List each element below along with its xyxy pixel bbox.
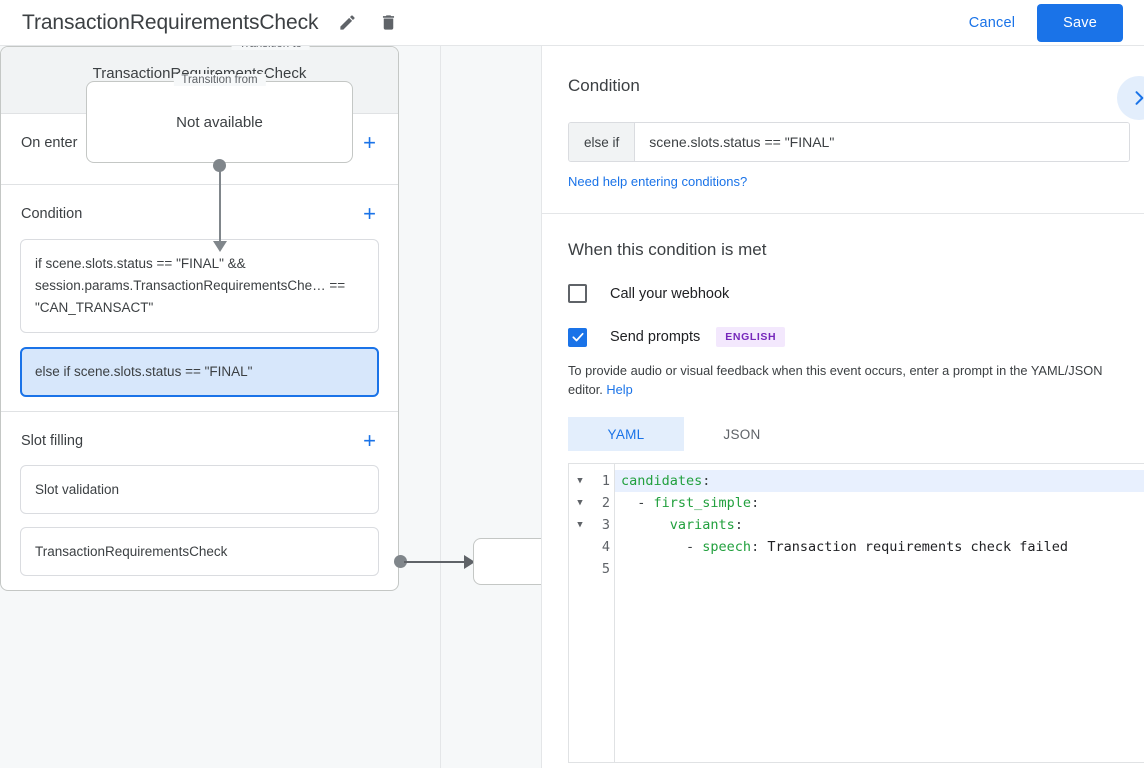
section-on-enter: On enter + (1, 114, 398, 185)
code-line[interactable]: - speech: Transaction requirements check… (621, 539, 1069, 555)
trash-icon[interactable] (375, 10, 401, 36)
cancel-button[interactable]: Cancel (959, 7, 1025, 39)
section-title-slot-filling: Slot filling (21, 433, 84, 449)
code-editor[interactable]: ▼ ▼ ▼ 1 2 3 4 5 candidates: - first_simple: va… (568, 463, 1144, 763)
transition-to-node: Transition to TransactionRequirementsChe… (0, 46, 399, 591)
next-node-card[interactable] (473, 538, 541, 585)
code-line[interactable] (615, 558, 1144, 580)
send-prompts-checkbox[interactable] (568, 327, 587, 347)
code-line[interactable]: - first_simple: (621, 495, 760, 511)
line-number-gutter: 1 2 3 4 5 (591, 464, 615, 762)
code-line[interactable]: variants: (669, 517, 743, 533)
code-content[interactable]: candidates: - first_simple: variants: - … (615, 464, 1144, 762)
condition-operator-label: else if (569, 123, 636, 161)
slot-filling-item[interactable]: TransactionRequirementsCheck (20, 527, 379, 576)
detail-panel: Condition else if Need help entering con… (541, 46, 1144, 768)
line-number: 1 (601, 473, 610, 489)
page-title: TransactionRequirementsCheck (22, 10, 319, 34)
section-header-condition: Condition + (1, 185, 398, 225)
section-header-slot-filling: Slot filling + (1, 412, 398, 452)
line-number: 5 (601, 561, 610, 577)
line-number: 3 (601, 517, 610, 533)
section-condition: Condition + if scene.slots.status == "FI… (1, 185, 398, 412)
fold-toggle-icon[interactable]: ▼ (577, 476, 583, 486)
canvas-column-divider (440, 46, 441, 768)
transition-from-legend: Transition from (173, 74, 266, 86)
transition-from-value: Not available (176, 113, 263, 131)
condition-help-link[interactable]: Need help entering conditions? (568, 174, 748, 189)
condition-section: Condition else if Need help entering con… (542, 46, 1144, 214)
tab-json[interactable]: JSON (723, 426, 761, 442)
pencil-icon[interactable] (334, 10, 360, 36)
edge-horizontal-line (404, 561, 466, 563)
fold-spacer (569, 536, 591, 558)
language-badge: ENGLISH (716, 327, 786, 347)
graph-canvas[interactable]: Transition from Not available Transition… (0, 46, 541, 768)
fold-gutter: ▼ ▼ ▼ (569, 464, 591, 762)
app-header: TransactionRequirementsCheck Cancel Save (0, 0, 1144, 46)
call-your-webhook-checkbox[interactable] (568, 284, 587, 303)
edge-source-dot (394, 555, 407, 568)
condition-expression-input[interactable] (635, 123, 1129, 161)
tab-yaml[interactable]: YAML (568, 417, 684, 451)
prompts-description-text: To provide audio or visual feedback when… (568, 363, 1103, 397)
save-button[interactable]: Save (1037, 3, 1123, 42)
plus-icon[interactable]: + (363, 130, 376, 155)
edge-arrow-right-icon (464, 555, 475, 569)
section-title-condition: Condition (21, 206, 83, 222)
edge-vertical-line (219, 164, 221, 248)
condition-input-row[interactable]: else if (568, 122, 1130, 162)
send-prompts-row: Send prompts ENGLISH (568, 327, 1144, 347)
line-number: 2 (601, 495, 610, 511)
code-line[interactable]: candidates: (615, 470, 1144, 492)
section-slot-filling: Slot filling + Slot validation Transacti… (1, 412, 398, 590)
when-met-heading: When this condition is met (568, 240, 767, 259)
when-condition-is-met-section: When this condition is met Call your web… (542, 214, 1144, 763)
call-your-webhook-label: Call your webhook (610, 285, 730, 302)
fold-toggle-icon[interactable]: ▼ (577, 498, 583, 508)
prompts-help-link[interactable]: Help (606, 382, 633, 397)
plus-icon[interactable]: + (363, 428, 376, 453)
edge-arrow-down-icon (213, 241, 227, 252)
condition-item-selected[interactable]: else if scene.slots.status == "FINAL" (20, 347, 379, 397)
prompts-description: To provide audio or visual feedback when… (568, 361, 1116, 399)
section-title-on-enter: On enter (21, 135, 78, 151)
line-number: 4 (601, 539, 610, 555)
send-prompts-label: Send prompts (610, 329, 701, 345)
section-header-on-enter: On enter + (1, 114, 398, 170)
condition-item[interactable]: if scene.slots.status == "FINAL" && sess… (20, 239, 379, 333)
fold-toggle-icon[interactable]: ▼ (577, 520, 583, 530)
webhook-row: Call your webhook (568, 284, 1144, 303)
slot-filling-item[interactable]: Slot validation (20, 465, 379, 514)
editor-tabs: YAML JSON (568, 417, 1144, 451)
condition-heading: Condition (568, 76, 640, 95)
transition-to-legend: Transition to (231, 46, 310, 50)
transition-from-node[interactable]: Transition from Not available (86, 74, 353, 163)
fold-spacer (569, 558, 591, 580)
plus-icon[interactable]: + (363, 201, 376, 226)
